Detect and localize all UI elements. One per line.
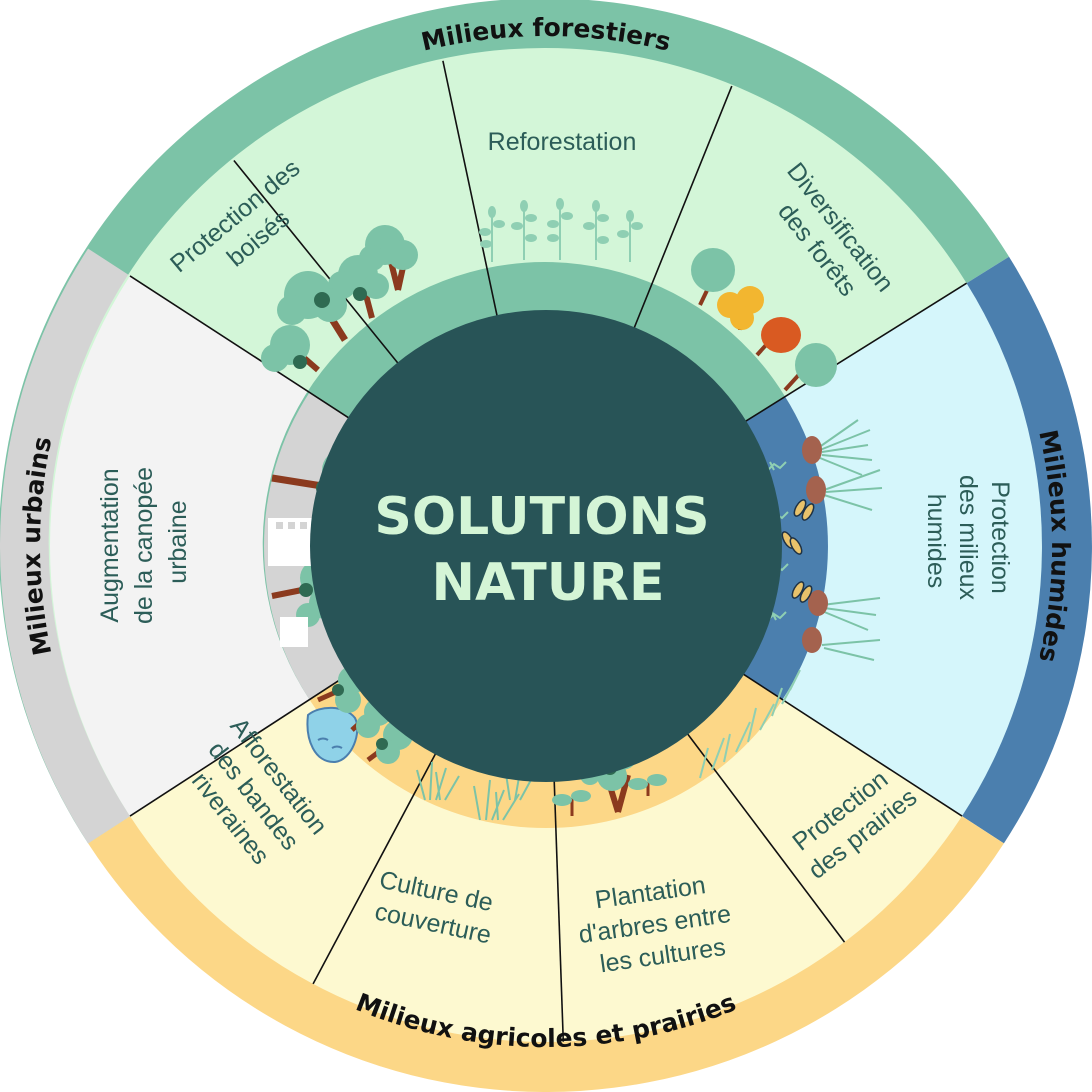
svg-text:Protection des milieux: Protection des milieux humides [922, 475, 1014, 607]
center-circle [310, 310, 782, 782]
segment-label-reforestation: Reforestation [488, 128, 637, 156]
divider-line-1 [442, 60, 500, 326]
divider-line-9 [129, 275, 357, 424]
divider-line-8 [129, 668, 357, 817]
reed-icon [802, 419, 883, 661]
segment-dividers [129, 60, 968, 1042]
pond-icon [306, 706, 359, 764]
segment-label-humides: Protection des milieux humides [922, 475, 1014, 607]
sapling-icon [479, 198, 643, 262]
divider-line-2 [629, 85, 733, 337]
svg-text:Augmentation de la canop: Augmentation de la canopée urbaine [96, 460, 192, 624]
svg-text:Reforestation: Reforestation [488, 128, 637, 156]
tree-icon [261, 225, 418, 373]
center-title-line1: SOLUTIONS [374, 487, 709, 547]
divider-line-3 [737, 282, 968, 427]
grass-icon [699, 669, 801, 779]
divider-line-7 [312, 745, 441, 985]
divider-line-4 [735, 668, 963, 817]
divider-line-6 [553, 771, 565, 1042]
segment-label-canopee: Augmentation de la canopée urbaine [96, 460, 192, 624]
seedling-icon [552, 774, 667, 816]
divider-line-0 [233, 159, 405, 371]
fish-icon [781, 499, 815, 603]
divider-line-5 [681, 726, 846, 943]
autumn-tree-icon [691, 248, 837, 392]
center-title-line2: NATURE [432, 553, 665, 613]
